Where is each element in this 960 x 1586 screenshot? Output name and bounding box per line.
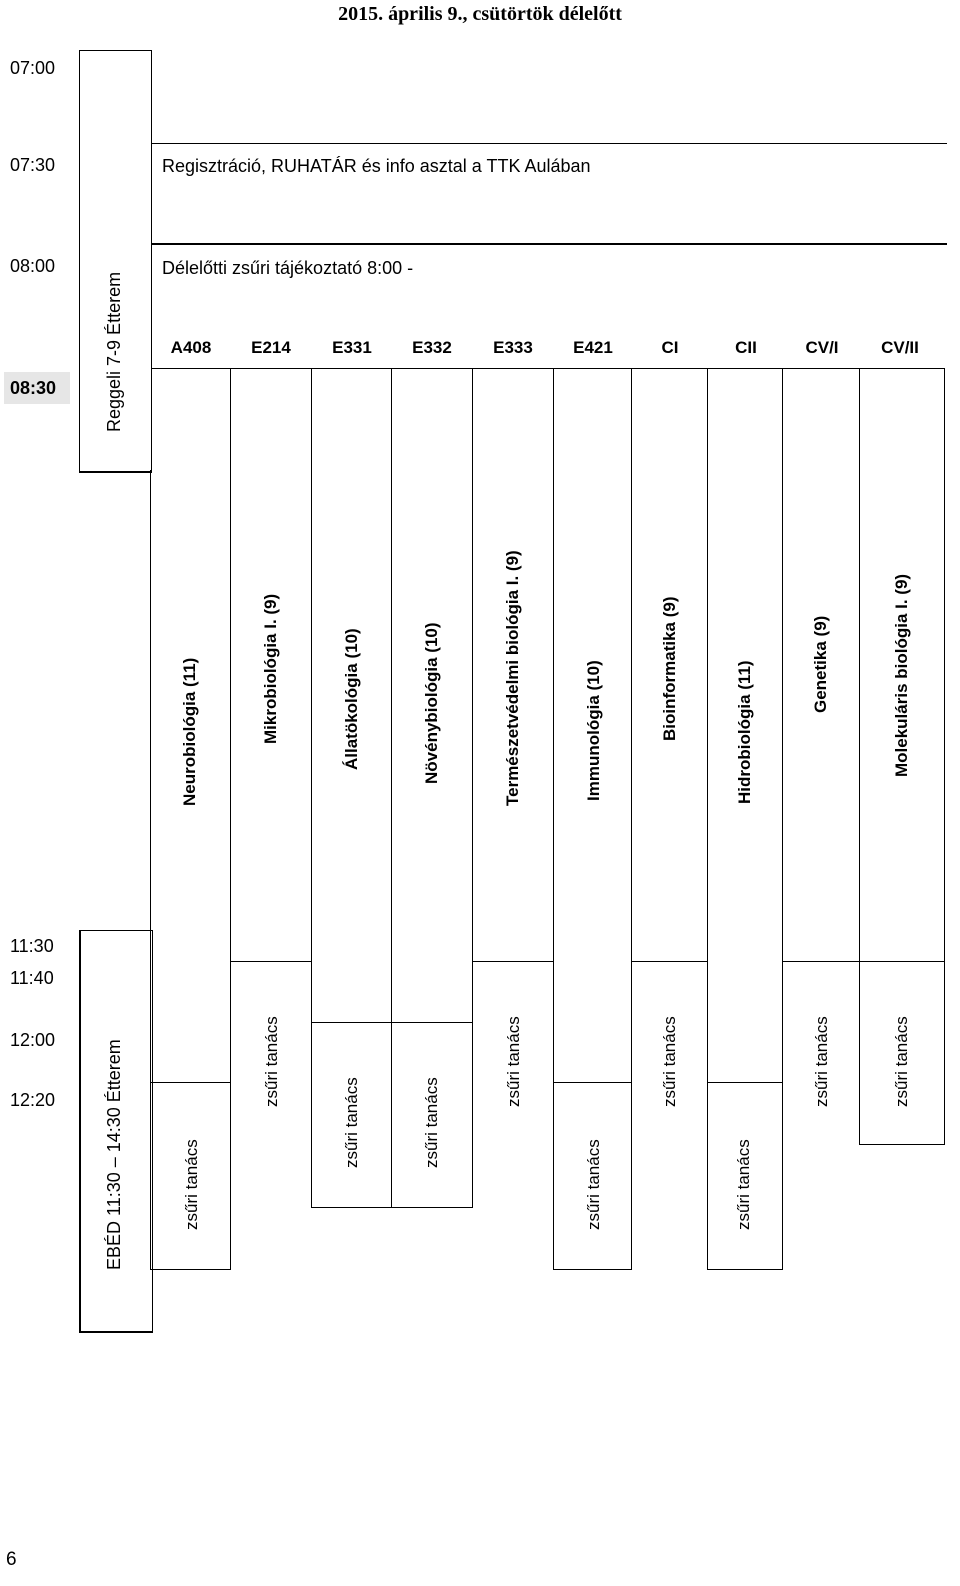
jury-start-rule <box>472 961 554 962</box>
room-header: E421 <box>573 338 613 357</box>
column-divider <box>707 368 708 1270</box>
breakfast-box <box>79 50 152 473</box>
registration-note: Regisztráció, RUHATÁR és info asztal a T… <box>162 156 591 176</box>
column-end-rule <box>707 1269 783 1270</box>
page-number: 6 <box>6 1549 17 1570</box>
column-divider <box>631 368 632 1270</box>
jury-start-rule <box>631 961 708 962</box>
column-end-rule <box>553 1269 632 1270</box>
subject-label: Állatökológia (10) <box>342 628 361 770</box>
jury-label: zsűri tanács <box>504 1016 523 1107</box>
jury-start-rule <box>150 1082 231 1083</box>
time-0830: 08:30 <box>4 372 70 404</box>
time-1200: 12:00 <box>10 1030 56 1050</box>
jury-start-rule <box>707 1082 783 1083</box>
room-header: CV/I <box>805 338 839 357</box>
jury-label: zsűri tanács <box>262 1016 281 1107</box>
room-header: A408 <box>170 338 212 357</box>
jury-start-rule <box>782 961 945 962</box>
column-end-rule <box>859 1144 945 1145</box>
subject-label: Bioinformatika (9) <box>660 596 679 741</box>
jury-start-rule <box>230 961 312 962</box>
jury-label: zsűri tanács <box>660 1016 679 1107</box>
jury-label: zsűri tanács <box>342 1077 361 1168</box>
jury-label: zsűri tanács <box>182 1139 201 1230</box>
column-divider <box>553 368 554 1270</box>
room-header: CII <box>735 338 757 357</box>
jury-label: zsűri tanács <box>812 1016 831 1107</box>
lunch-box <box>79 930 153 1333</box>
column-divider <box>311 368 312 1208</box>
time-1140: 11:40 <box>10 968 54 988</box>
subject-label: Természetvédelmi biológia I. (9) <box>503 550 522 806</box>
room-header: E332 <box>412 338 452 357</box>
column-divider <box>782 368 783 1270</box>
subject-label: Hidrobiológia (11) <box>735 660 754 804</box>
subject-label: Molekuláris biológia I. (9) <box>892 573 911 777</box>
subject-label: Genetika (9) <box>811 615 830 713</box>
time-0800: 08:00 <box>10 256 56 276</box>
subject-label: Növénybiológia (10) <box>422 622 441 784</box>
room-header: CI <box>661 338 679 357</box>
jury-label: zsűri tanács <box>892 1016 911 1107</box>
subject-label: Immunológia (10) <box>584 660 603 801</box>
column-divider <box>944 368 945 1145</box>
room-header: E214 <box>251 338 291 357</box>
column-divider <box>230 368 231 1270</box>
page-title: 2015. április 9., csütörtök délelőtt <box>338 3 622 25</box>
column-divider <box>859 368 860 1145</box>
subject-label: Mikrobiológia I. (9) <box>261 593 280 744</box>
room-header: CV/II <box>881 338 919 357</box>
time-0730: 07:30 <box>10 155 56 175</box>
column-end-rule <box>150 1269 231 1270</box>
jury-start-rule <box>311 1022 473 1023</box>
time-1220: 12:20 <box>10 1090 56 1110</box>
grid-top-rule <box>151 368 945 369</box>
jury-label: zsűri tanács <box>584 1139 603 1230</box>
column-divider <box>391 368 392 1208</box>
room-header: E333 <box>493 338 533 357</box>
column-divider <box>472 368 473 1208</box>
registration-rule <box>151 143 947 144</box>
time-1130: 11:30 <box>10 936 54 956</box>
subject-label: Neurobiológia (11) <box>180 657 199 806</box>
column-end-rule <box>311 1207 473 1208</box>
column-divider <box>150 470 151 1270</box>
jury-label: zsűri tanács <box>422 1077 441 1168</box>
breakfast-label: Reggeli 7-9 Étterem <box>104 271 124 432</box>
room-header: E331 <box>332 338 372 357</box>
time-0700: 07:00 <box>10 58 56 78</box>
lunch-label: EBÉD 11:30 – 14:30 Étterem <box>104 1039 124 1270</box>
jury-briefing-note: Délelőtti zsűri tájékoztató 8:00 - <box>162 258 414 278</box>
jury-start-rule <box>553 1082 632 1083</box>
jury-label: zsűri tanács <box>734 1139 753 1230</box>
briefing-rule <box>151 243 947 245</box>
